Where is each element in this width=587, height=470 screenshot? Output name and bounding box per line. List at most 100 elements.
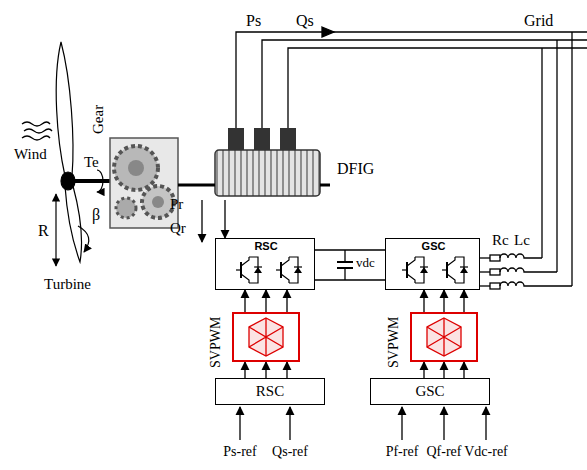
reference-arrows bbox=[240, 407, 486, 440]
grid-filter bbox=[480, 285, 490, 286]
dc-link-capacitor bbox=[315, 279, 385, 280]
signal-label: Rc bbox=[492, 232, 509, 249]
stator-grid-wires bbox=[571, 32, 572, 286]
turbine-rotor bbox=[56, 42, 110, 262]
connector-line bbox=[244, 362, 245, 378]
signal-label: Pf-ref bbox=[386, 444, 419, 459]
connector-line bbox=[315, 249, 385, 250]
radius-arrow bbox=[55, 194, 56, 266]
dc-link-capacitor bbox=[315, 250, 385, 280]
pitch-arrow bbox=[78, 226, 89, 252]
switch-symbols bbox=[236, 257, 262, 283]
signal-label: Pr bbox=[170, 196, 183, 213]
gearbox-drawing bbox=[110, 138, 178, 228]
stator-grid-wires bbox=[541, 48, 542, 258]
stator-grid-wires bbox=[236, 32, 587, 128]
connector-line bbox=[443, 290, 444, 312]
dc-link-capacitor bbox=[344, 250, 345, 262]
wind-icon bbox=[22, 122, 52, 140]
turbine-rotor bbox=[61, 172, 75, 190]
signal-label: Vdc-ref bbox=[464, 444, 508, 459]
grid-filter bbox=[480, 257, 490, 258]
switch-symbols bbox=[402, 257, 428, 283]
dfig-machine bbox=[254, 128, 270, 150]
rotor-power-arrow bbox=[201, 200, 202, 242]
connector bbox=[315, 250, 385, 251]
signal-label: vdc bbox=[356, 256, 375, 270]
grid-filter bbox=[490, 283, 500, 289]
dfig-machine bbox=[215, 128, 330, 196]
reference-arrows bbox=[239, 407, 240, 440]
node-label: DFIG bbox=[337, 160, 374, 178]
reference-arrows bbox=[401, 407, 402, 440]
svpwm-hexagon bbox=[427, 318, 461, 356]
svpwm-hexagon bbox=[249, 318, 283, 356]
stator-grid-wires bbox=[322, 27, 334, 37]
grid-filter bbox=[490, 269, 500, 275]
connector-line bbox=[265, 290, 266, 312]
svpwm-block: SVPWM bbox=[410, 312, 478, 362]
connector-line bbox=[224, 200, 225, 238]
dc-link-capacitor bbox=[344, 268, 345, 280]
dfig-machine bbox=[280, 128, 296, 150]
signal-label: Qs-ref bbox=[272, 444, 308, 459]
svpwm-hexagon bbox=[249, 318, 283, 356]
switch-symbols bbox=[236, 257, 468, 283]
gearbox-drawing bbox=[116, 198, 136, 218]
connector bbox=[424, 290, 464, 312]
svpwm-block: SVPWM bbox=[232, 312, 300, 362]
rotor-power-arrow bbox=[201, 200, 202, 242]
generator: DFIG bbox=[215, 140, 320, 200]
stator-grid-wires bbox=[262, 40, 587, 128]
node-label: Gear bbox=[90, 105, 107, 134]
gearbox-drawing bbox=[110, 138, 178, 228]
node-label: SVPWM bbox=[208, 317, 223, 368]
node-label: GSC bbox=[386, 240, 481, 252]
signal-label: Qf-ref bbox=[427, 444, 462, 459]
grid-filter bbox=[490, 255, 500, 261]
grid-filter bbox=[500, 254, 542, 258]
connector bbox=[245, 362, 287, 378]
connector bbox=[225, 200, 226, 238]
dc-link-capacitor bbox=[337, 261, 353, 263]
grid-filter bbox=[480, 254, 572, 289]
signal-label: R bbox=[38, 222, 49, 240]
turbine-rotor bbox=[70, 179, 110, 183]
torque-arrow bbox=[97, 170, 103, 192]
signal-label: Te bbox=[84, 154, 99, 171]
signal-label: Grid bbox=[524, 12, 553, 30]
dfig-machine bbox=[215, 150, 320, 196]
connector-line bbox=[423, 362, 424, 378]
connector bbox=[178, 185, 215, 186]
node-label: RSC bbox=[256, 383, 284, 400]
signal-label: Ps-ref bbox=[223, 444, 256, 459]
grid-filter bbox=[500, 282, 572, 286]
connector-line bbox=[244, 290, 245, 312]
gearbox-drawing bbox=[142, 186, 174, 218]
radius-arrow bbox=[55, 194, 56, 266]
svpwm-hexagon bbox=[249, 318, 461, 356]
wind-icon bbox=[24, 129, 52, 133]
node-label: SVPWM bbox=[386, 317, 401, 368]
signal-label: Lc bbox=[514, 232, 530, 249]
grid-filter bbox=[480, 271, 490, 272]
connector-line bbox=[265, 362, 266, 378]
signal-label: Qr bbox=[170, 220, 186, 237]
signal-label: Turbine bbox=[44, 276, 91, 293]
pitch-arrow bbox=[78, 226, 89, 252]
switch-symbols bbox=[442, 257, 468, 283]
gearbox: Gear bbox=[110, 138, 178, 228]
dfig-machine bbox=[320, 184, 330, 187]
signal-label: Wind bbox=[14, 146, 47, 163]
node-label: RSC bbox=[216, 240, 316, 252]
signal-label: β bbox=[92, 206, 100, 224]
switch-symbols bbox=[276, 257, 302, 283]
stator-grid-wires bbox=[236, 27, 587, 286]
controller-box: RSC bbox=[215, 378, 325, 405]
connector-line bbox=[178, 184, 215, 187]
converter-box: GSC bbox=[385, 238, 480, 290]
stator-grid-wires bbox=[556, 40, 557, 272]
node-label: GSC bbox=[415, 383, 444, 400]
turbine-rotor bbox=[65, 186, 82, 262]
